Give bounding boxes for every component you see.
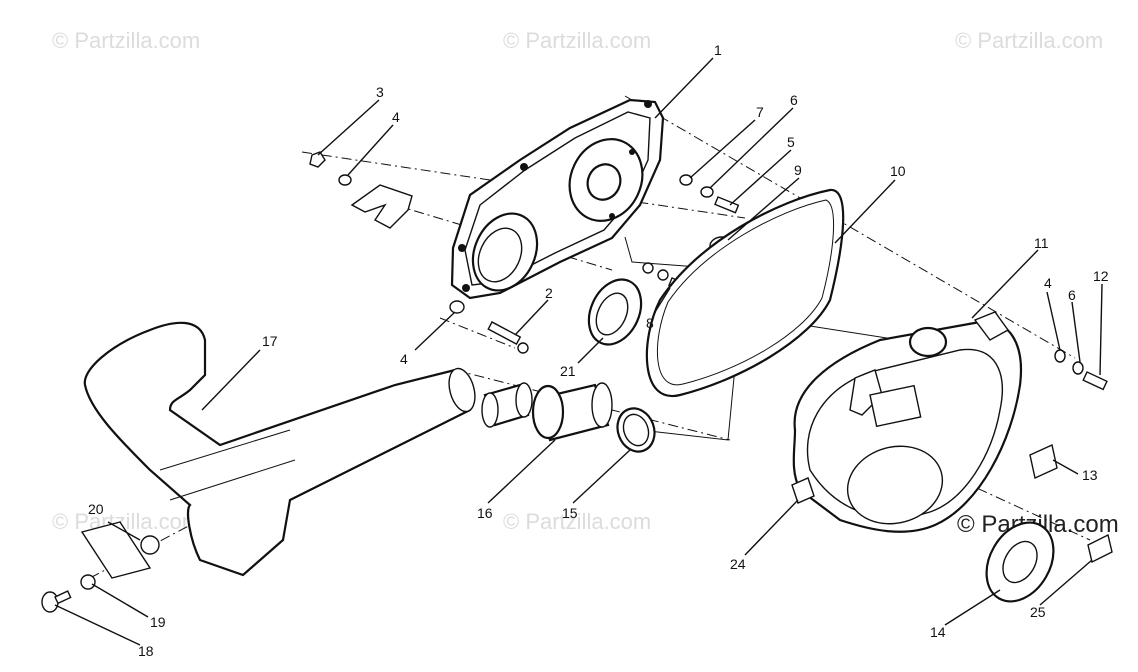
callout-15: 15 <box>562 505 578 521</box>
decal-label <box>1029 444 1058 479</box>
intake-duct <box>83 321 476 577</box>
watermark-mid-center: © Partzilla.com <box>503 509 652 534</box>
mounting-hardware-lower-left <box>41 521 160 613</box>
inner-cover-plate <box>450 98 665 300</box>
callout-6-top: 6 <box>790 92 798 108</box>
right-bolt-washers <box>1054 349 1108 391</box>
callout-20: 20 <box>88 501 104 517</box>
callout-7: 7 <box>756 104 764 120</box>
callout-6-right: 6 <box>1068 287 1076 303</box>
callout-14: 14 <box>930 624 946 640</box>
callout-24: 24 <box>730 556 746 572</box>
callout-1: 1 <box>714 42 722 58</box>
leader-lines <box>54 57 1103 646</box>
bolts-washers-right <box>642 174 740 295</box>
callout-17: 17 <box>262 333 278 349</box>
watermark-top-right: © Partzilla.com <box>955 28 1104 53</box>
callout-11: 11 <box>1034 235 1049 251</box>
drive-belt <box>645 188 845 398</box>
callout-13: 13 <box>1082 467 1098 483</box>
callout-4-right: 4 <box>1044 275 1052 291</box>
bracket-and-hardware-left <box>309 151 529 354</box>
callout-21: 21 <box>560 363 576 379</box>
decal-small <box>1087 533 1113 564</box>
watermark-top-left: © Partzilla.com <box>52 28 201 53</box>
callout-18: 18 <box>138 643 154 659</box>
callout-8: 8 <box>646 315 654 331</box>
callout-25: 25 <box>1030 604 1046 620</box>
callout-19: 19 <box>150 614 166 630</box>
duct-tube-and-clamps <box>481 382 656 453</box>
outer-cover <box>791 311 1022 533</box>
callout-4-top: 4 <box>392 109 400 125</box>
callout-3: 3 <box>376 84 384 100</box>
callout-5: 5 <box>787 134 795 150</box>
callout-12: 12 <box>1093 268 1109 284</box>
watermark-top-center: © Partzilla.com <box>503 28 652 53</box>
callout-10: 10 <box>890 163 906 179</box>
callout-9: 9 <box>794 162 802 178</box>
watermark-mid-left: © Partzilla.com <box>52 509 201 534</box>
gasket-ring <box>985 521 1055 603</box>
seal <box>587 278 643 346</box>
callout-2: 2 <box>545 285 553 301</box>
callout-16: 16 <box>477 505 493 521</box>
callout-4-left: 4 <box>400 351 408 367</box>
callout-numbers: 1 3 4 7 6 5 9 10 11 2 4 8 21 17 4 6 12 1… <box>88 42 1109 659</box>
